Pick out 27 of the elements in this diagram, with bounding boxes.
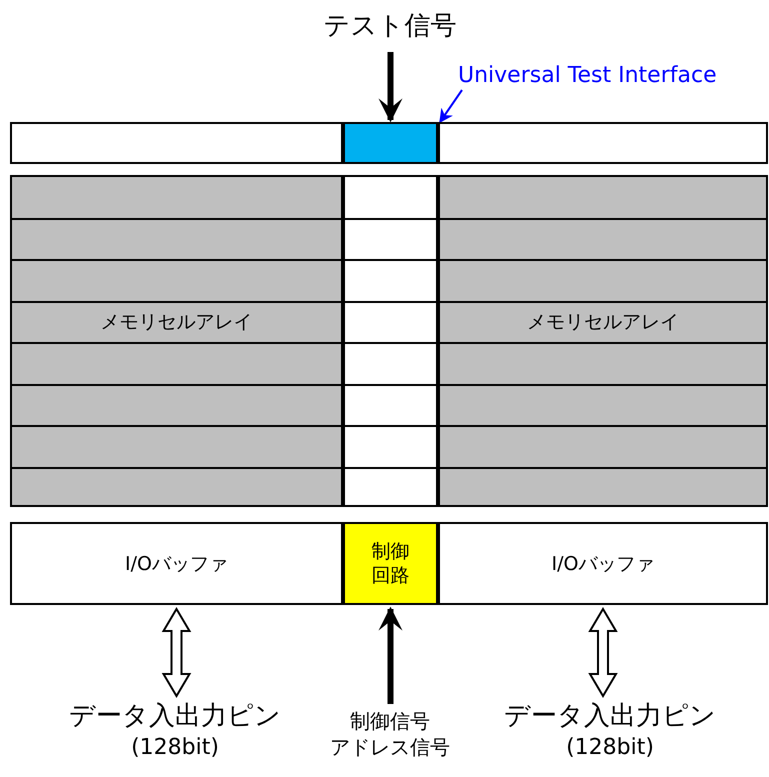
buffer-block <box>10 522 343 605</box>
block-label: メモリセルアレイ <box>527 310 679 335</box>
block-label: I/Oバッファ <box>552 552 654 576</box>
bit-width-label: (128bit) <box>131 734 219 762</box>
control-block <box>343 522 438 605</box>
block-label: 制御回路 <box>370 538 410 588</box>
signal-label: アドレス信号 <box>330 734 450 760</box>
leader-line <box>439 89 463 124</box>
signal-label: 制御信号 <box>350 708 430 734</box>
interface-label: Universal Test Interface <box>458 62 717 90</box>
double-arrow <box>162 607 192 698</box>
bit-width-label: (128bit) <box>566 734 654 762</box>
pin-label: データ入出力ピン <box>69 700 281 733</box>
block <box>438 122 768 164</box>
memory-array <box>10 175 343 507</box>
block <box>10 122 343 164</box>
memory-array <box>438 175 768 507</box>
block <box>343 122 438 164</box>
arrow <box>378 52 402 122</box>
double-arrow <box>588 607 618 698</box>
signal-label: テスト信号 <box>324 10 456 43</box>
pin-label: データ入出力ピン <box>504 700 716 733</box>
buffer-block <box>438 522 768 605</box>
cell-column <box>343 175 438 507</box>
block-label: メモリセルアレイ <box>100 310 252 335</box>
arrow <box>378 606 402 704</box>
block-label: I/Oバッファ <box>125 552 228 576</box>
